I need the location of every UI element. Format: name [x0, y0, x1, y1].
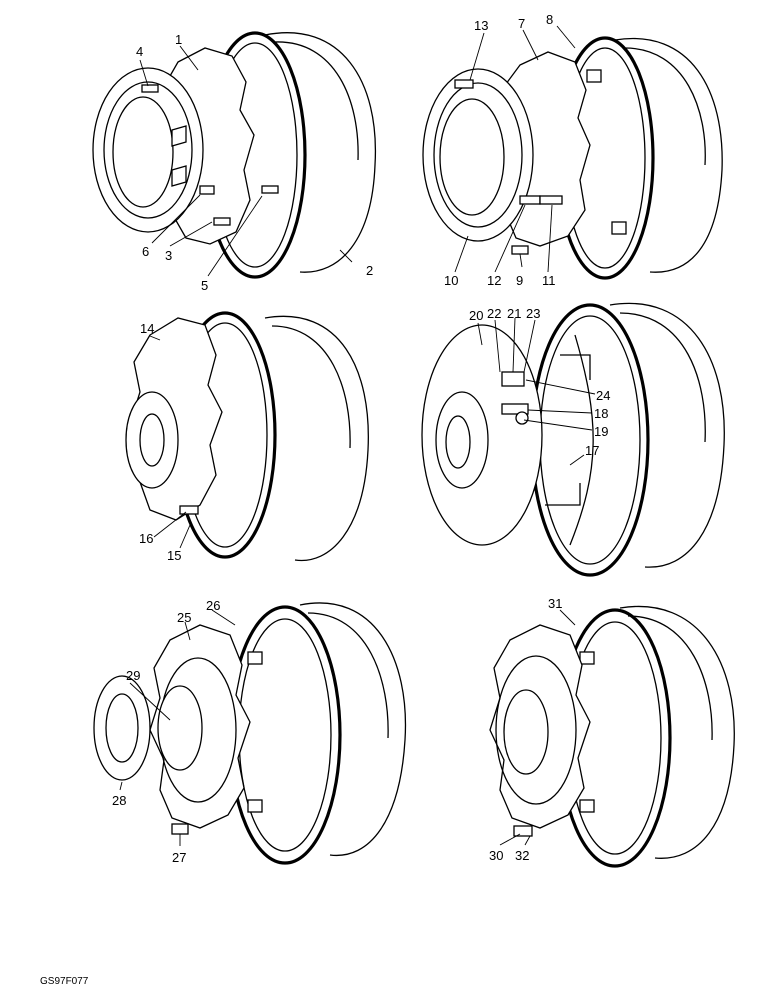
callout-29: 29 [126, 668, 140, 683]
callout-19: 19 [594, 424, 608, 439]
callout-12: 12 [487, 273, 501, 288]
rim-26 [228, 602, 407, 865]
wheel-assembly-5 [93, 602, 407, 865]
bolts-a1 [141, 84, 279, 226]
callout-31: 31 [548, 596, 562, 611]
disc-14 [125, 317, 223, 521]
clamp-parts-18-24 [501, 371, 529, 425]
bolts-a3 [179, 505, 199, 515]
disc-20 [421, 324, 543, 546]
callout-14: 14 [140, 321, 154, 336]
callout-2: 2 [366, 263, 373, 278]
callout-labels: 1 2 3 4 5 6 7 8 9 10 11 12 13 14 15 16 1… [112, 12, 610, 865]
callout-27: 27 [172, 850, 186, 865]
centre-plate-10 [422, 68, 534, 242]
bolts-a6 [513, 825, 533, 837]
callout-5: 5 [201, 278, 208, 293]
callout-22: 22 [487, 306, 501, 321]
callout-4: 4 [136, 44, 143, 59]
callout-16: 16 [139, 531, 153, 546]
centre-plate-4 [92, 67, 204, 233]
disc-25 [149, 624, 251, 829]
bolts-a5 [171, 823, 189, 835]
callout-3: 3 [165, 248, 172, 263]
rim-17 [530, 302, 725, 577]
callout-26: 26 [206, 598, 220, 613]
wheel-assembly-4 [421, 302, 725, 577]
callout-24: 24 [596, 388, 610, 403]
callout-17: 17 [585, 443, 599, 458]
callout-28: 28 [112, 793, 126, 808]
drawing-code: GS97F077 [40, 976, 89, 987]
callout-15: 15 [167, 548, 181, 563]
callout-11: 11 [542, 273, 556, 288]
callout-30: 30 [489, 848, 503, 863]
callout-21: 21 [507, 306, 521, 321]
wheel-assembly-1 [92, 31, 377, 279]
callout-20: 20 [469, 308, 483, 323]
callout-13: 13 [474, 18, 488, 33]
callout-8: 8 [546, 12, 553, 27]
callout-1: 1 [175, 32, 182, 47]
callout-25: 25 [177, 610, 191, 625]
callout-7: 7 [518, 16, 525, 31]
callout-18: 18 [594, 406, 608, 421]
wheel-assembly-3 [125, 311, 369, 562]
leader-lines [119, 25, 596, 846]
callout-23: 23 [526, 306, 540, 321]
adapter-ring-28 [93, 675, 151, 781]
callout-10: 10 [444, 273, 458, 288]
disc-30 [489, 624, 591, 829]
rim-31 [558, 605, 735, 868]
wheel-assembly-2 [422, 36, 723, 280]
bolts-a2 [454, 79, 563, 255]
callout-9: 9 [516, 273, 523, 288]
wheel-assembly-6 [489, 605, 735, 868]
callout-6: 6 [142, 244, 149, 259]
callout-32: 32 [515, 848, 529, 863]
